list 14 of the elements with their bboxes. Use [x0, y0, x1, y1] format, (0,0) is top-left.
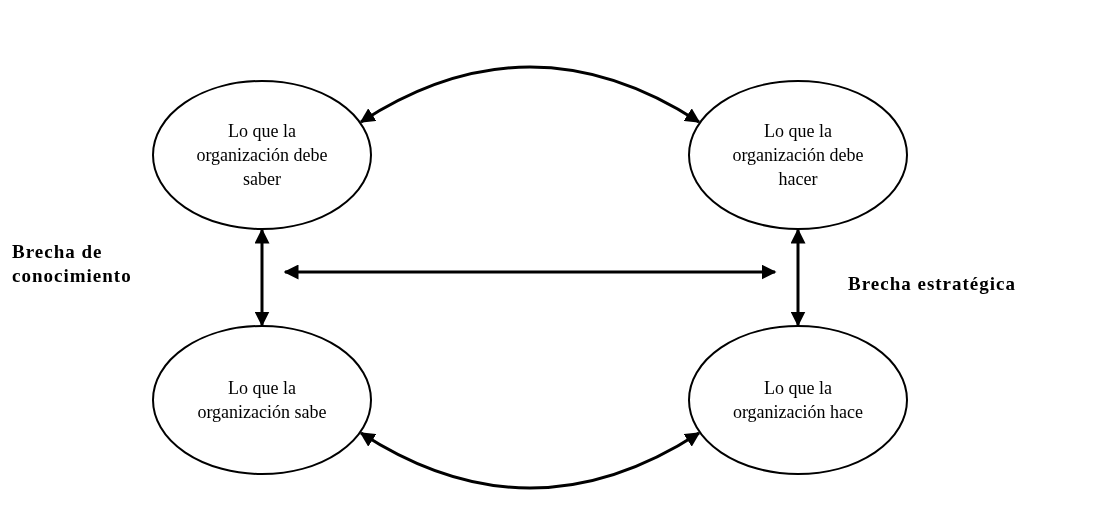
arrow — [359, 431, 701, 490]
arrow — [790, 228, 806, 327]
ellipse-node — [688, 80, 908, 230]
node-text: Lo que la organización sabe — [196, 377, 328, 424]
ellipse-node — [688, 325, 908, 475]
arrow — [254, 228, 270, 327]
ellipse-node — [152, 80, 372, 230]
arrow — [359, 65, 701, 124]
node-text: Lo que la organización debe saber — [195, 120, 329, 191]
gap-label: Brecha estratégica — [848, 272, 1017, 296]
node-text: Lo que la organización debe hacer — [731, 120, 865, 191]
ellipse-node — [152, 325, 372, 475]
gap-label: Brecha de conocimiento — [12, 240, 133, 288]
node-text: Lo que la organización hace — [731, 377, 865, 424]
